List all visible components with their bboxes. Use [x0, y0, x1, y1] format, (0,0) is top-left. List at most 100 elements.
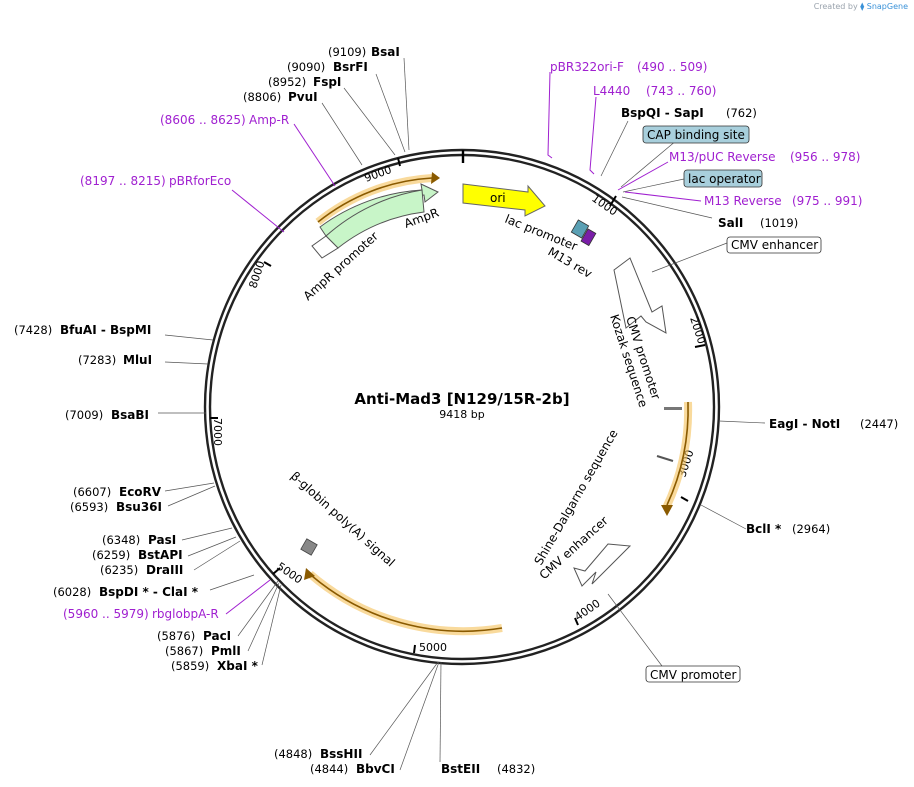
site-pos: (7009)	[65, 408, 103, 422]
site-name: PasI	[148, 533, 176, 547]
site-pos: (6593)	[70, 500, 108, 514]
orf-right	[666, 401, 689, 506]
svg-text:CAP binding site: CAP binding site	[647, 128, 745, 142]
bglobin-orf	[311, 575, 503, 633]
boxed-feature-cmv-promoter: CMV promoter	[645, 665, 741, 683]
site-pos: (2447)	[860, 417, 898, 431]
site-name: BfuAI - BspMI	[60, 323, 151, 337]
site-leaders	[158, 57, 766, 771]
bglobin-orf-head	[304, 568, 315, 580]
site-pos: (9090)	[287, 60, 325, 74]
primer-range: (5960 .. 5979)	[63, 607, 149, 621]
site-pos: (762)	[726, 106, 757, 120]
bglobin-label: β-globin poly(A) signal	[288, 469, 398, 570]
ampr-orf-head	[431, 172, 440, 184]
m13-rev-mark	[580, 228, 597, 247]
cmv-enhancer-arrow	[573, 543, 632, 587]
site-name: BssHII	[320, 747, 362, 761]
site-name: FspI	[313, 75, 341, 89]
site-pos: (6348)	[102, 533, 140, 547]
ampr-body	[325, 189, 425, 249]
site-pos: (6235)	[100, 563, 138, 577]
snapgene-credit: Created by ⧫ SnapGene	[814, 2, 908, 11]
cmv-promoter-arrow	[613, 257, 667, 334]
site-name: BspQI - SapI	[621, 106, 704, 120]
site-pos: (5859)	[171, 659, 209, 673]
kozak-mark	[664, 407, 682, 410]
primer-range: (490 .. 509)	[637, 60, 707, 74]
site-pos: (9109)	[328, 45, 366, 59]
site-name: BsaBI	[111, 408, 149, 422]
site-name: BclI *	[746, 522, 782, 536]
svg-text:CMV promoter: CMV promoter	[650, 668, 737, 682]
boxed-feature-cap: CAP binding site	[642, 125, 750, 144]
plasmid-length: 9418 bp	[439, 408, 484, 421]
site-pos: (6028)	[53, 585, 91, 599]
orf-right-head	[661, 505, 673, 516]
site-pos: (4848)	[274, 747, 312, 761]
site-name: XbaI *	[217, 659, 259, 673]
lac-promoter-mark	[570, 219, 590, 239]
credit-brand: SnapGene	[866, 2, 908, 11]
site-pos: (7283)	[78, 353, 116, 367]
tick-label-5000b: 5000	[274, 560, 304, 587]
ori-label: ori	[490, 191, 506, 205]
site-pos: (8952)	[268, 75, 306, 89]
site-pos: (5876)	[157, 629, 195, 643]
site-name: SalI	[718, 216, 743, 230]
site-name: BspDI * - ClaI *	[99, 585, 199, 599]
svg-text:lac operator: lac operator	[688, 172, 761, 186]
boxed-feature-cmv-enhancer: CMV enhancer	[726, 236, 822, 254]
bglobin-signal-mark	[300, 538, 318, 556]
site-name: EagI - NotI	[769, 417, 840, 431]
tick-marks	[210, 157, 706, 654]
primer-range: (743 .. 760)	[646, 84, 716, 98]
primer-range: (975 .. 991)	[792, 194, 862, 208]
site-name: MluI	[123, 353, 152, 367]
primer-name: M13/pUC Reverse	[669, 150, 776, 164]
site-name: BstEII	[441, 762, 480, 776]
site-name: DraIII	[146, 563, 183, 577]
site-pos: (6607)	[73, 485, 111, 499]
lac-promoter-label: lac promoter	[503, 212, 579, 254]
site-name: BstAPI	[138, 548, 183, 562]
bglobin-glow	[307, 570, 503, 636]
ori-arrow	[462, 183, 546, 217]
site-pos: (4832)	[497, 762, 535, 776]
site-pos: (7428)	[14, 323, 52, 337]
site-pos: (2964)	[792, 522, 830, 536]
primer-name: L4440	[593, 84, 630, 98]
site-pos: (1019)	[760, 216, 798, 230]
shine-dalgarno-mark	[656, 455, 674, 462]
site-pos: (5867)	[165, 644, 203, 658]
tick-label-7000: 7000	[211, 418, 224, 446]
ampr-orf	[317, 177, 433, 223]
primer-name: pBR322ori-F	[550, 60, 624, 74]
orf-right-glow	[662, 401, 693, 510]
credit-prefix: Created by	[813, 2, 858, 11]
site-pos: (6259)	[92, 548, 130, 562]
svg-text:CMV enhancer: CMV enhancer	[731, 238, 818, 252]
primer-labels: pBR322ori-F (490 .. 509) L4440 (743 .. 7…	[63, 60, 862, 621]
site-name: BsaI	[371, 45, 400, 59]
site-name: BsrFI	[333, 60, 368, 74]
site-pos: (8806)	[243, 90, 281, 104]
tick-label-5000a: 5000	[419, 641, 447, 654]
ampr-promoter-arrow	[311, 235, 339, 259]
tick-label-2000: 2000	[687, 315, 708, 346]
snapgene-logo-icon: ⧫	[860, 2, 865, 11]
primer-name: M13 Reverse	[704, 194, 782, 208]
primer-name: pBRforEco	[169, 174, 231, 188]
primer-name: rbglobpA-R	[152, 607, 219, 621]
site-name: PmlI	[211, 644, 241, 658]
plasmid-name: Anti-Mad3 [N129/15R-2b]	[354, 390, 569, 408]
primer-leaders	[225, 71, 702, 615]
primer-range: (8606 .. 8625)	[160, 113, 246, 127]
primer-range: (956 .. 978)	[790, 150, 860, 164]
primer-name: Amp-R	[249, 113, 289, 127]
boxed-feature-lac-operator: lac operator	[683, 169, 763, 188]
site-name: PacI	[203, 629, 231, 643]
site-labels: (9109) BsaI (9090) BsrFI (8952) FspI (88…	[14, 45, 898, 776]
primer-range: (8197 .. 8215)	[80, 174, 166, 188]
